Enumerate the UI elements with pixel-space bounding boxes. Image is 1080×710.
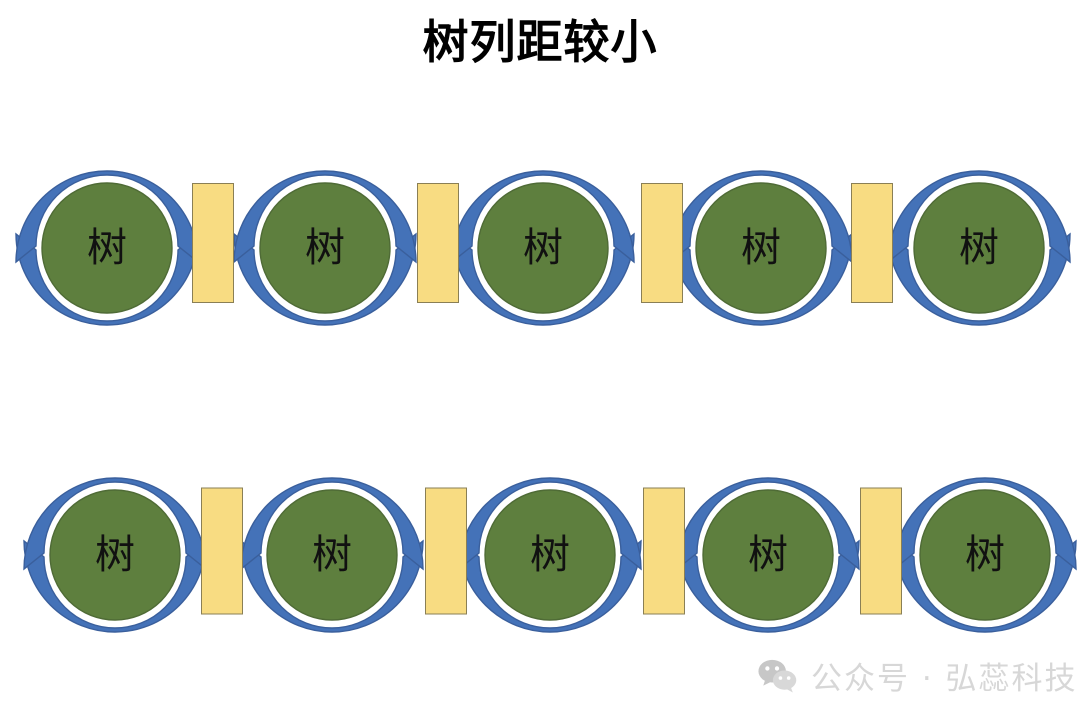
tree-canopy-circle: [695, 182, 827, 314]
row-spacing-marker: [851, 183, 893, 303]
tree-unit: 树: [0, 133, 222, 363]
tree-unit: 树: [0, 440, 230, 670]
crescent-top-shape: [893, 539, 1077, 633]
crescent-top-shape: [233, 232, 417, 326]
tree-unit: 树: [435, 440, 665, 670]
crescent-bottom-shape: [240, 477, 424, 571]
tree-canopy-circle: [484, 489, 616, 621]
tree-unit: 树: [428, 133, 658, 363]
row-spacing-marker: [643, 487, 685, 615]
crescent-bottom-shape: [458, 477, 642, 571]
tree-canopy-circle: [702, 489, 834, 621]
crescent-bottom-shape: [893, 477, 1077, 571]
page-title: 树列距较小: [422, 15, 658, 69]
tree-unit: 树: [217, 440, 447, 670]
tree-canopy-circle: [913, 182, 1045, 314]
tree-canopy-circle: [49, 489, 181, 621]
tree-canopy-circle: [266, 489, 398, 621]
row-spacing-marker: [192, 183, 234, 303]
crescent-top-shape: [451, 232, 635, 326]
crescent-top-shape: [676, 539, 860, 633]
tree-canopy-circle: [477, 182, 609, 314]
row-spacing-marker: [201, 487, 243, 615]
crescent-bottom-shape: [451, 170, 635, 264]
row-spacing-marker: [425, 487, 467, 615]
crescent-top-shape: [458, 539, 642, 633]
tree-unit: 树: [210, 133, 440, 363]
row-spacing-marker: [860, 487, 902, 615]
row-spacing-marker: [417, 183, 459, 303]
crescent-bottom-shape: [233, 170, 417, 264]
crescent-bottom-shape: [676, 477, 860, 571]
tree-canopy-circle: [259, 182, 391, 314]
tree-canopy-circle: [41, 182, 173, 314]
tree-canopy-circle: [919, 489, 1051, 621]
row-spacing-marker: [641, 183, 683, 303]
crescent-bottom-shape: [887, 170, 1071, 264]
crescent-top-shape: [240, 539, 424, 633]
tree-unit: 树: [653, 440, 883, 670]
tree-unit: 树: [864, 133, 1080, 363]
crescent-top-shape: [887, 232, 1071, 326]
